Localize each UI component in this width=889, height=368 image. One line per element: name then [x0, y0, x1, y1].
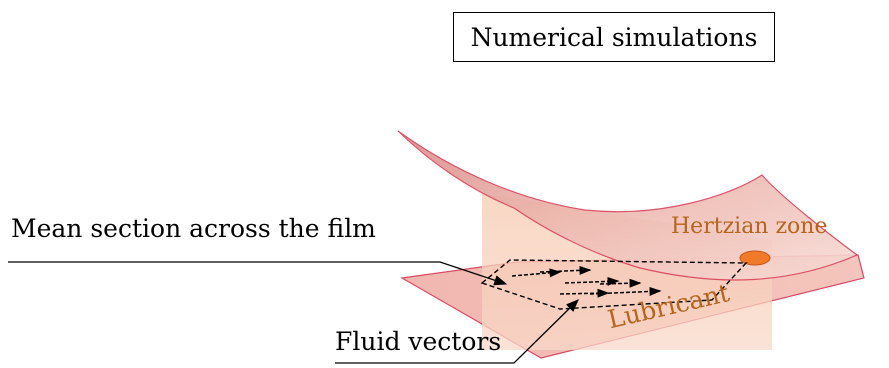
label-hertzian-zone: Hertzian zone [671, 214, 828, 239]
label-fluid-vectors: Fluid vectors [335, 327, 502, 356]
fluid-vector [511, 268, 562, 278]
fluid-vector [564, 276, 620, 286]
fluid-vector [599, 278, 642, 288]
hertzian-spot [739, 250, 771, 266]
label-mean-section: Mean section across the film [11, 214, 376, 243]
fluid-vectors-leader [335, 299, 579, 364]
title-text: Numerical simulations [470, 22, 758, 52]
fluid-vector [539, 265, 592, 275]
fluid-vector [559, 288, 610, 298]
upper-cap-surface [397, 130, 859, 281]
mean-section-leader [8, 261, 508, 286]
fluid-vectors [511, 265, 662, 298]
mean-section-box [480, 259, 748, 310]
title-box: Numerical simulations [453, 12, 775, 62]
